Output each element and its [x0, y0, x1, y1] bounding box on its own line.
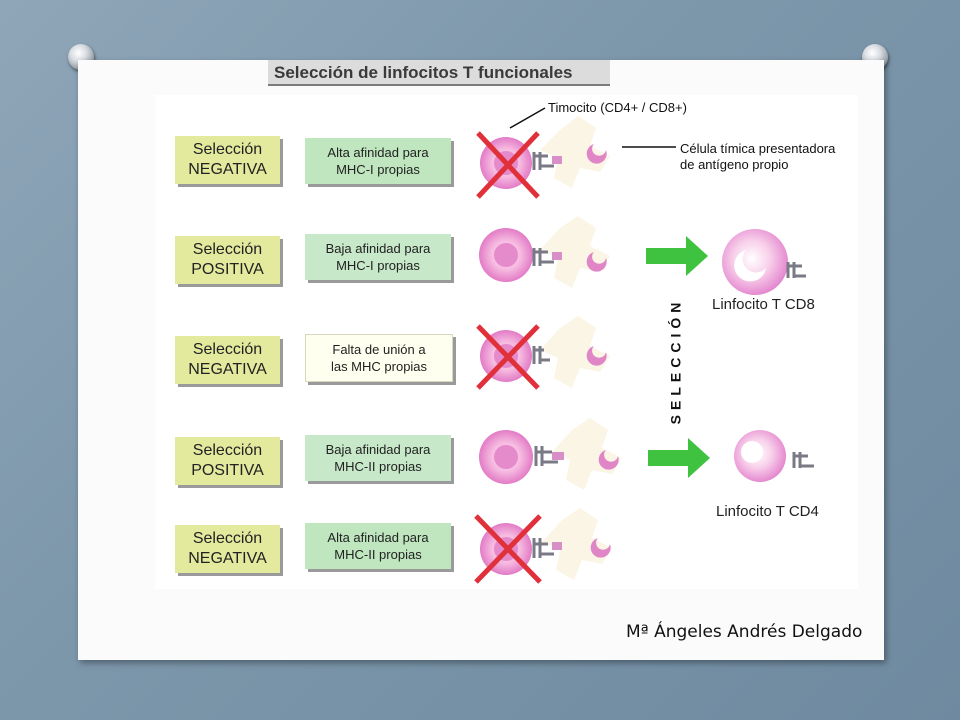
arrow-right-icon — [646, 236, 708, 276]
apc-cell — [552, 418, 622, 490]
selection-box-row-5: Selección NEGATIVA — [175, 525, 280, 573]
author-credit: Mª Ángeles Andrés Delgado — [626, 622, 863, 642]
cells-row-3 — [476, 316, 610, 390]
receptor-icon — [786, 262, 806, 278]
receptor-icon — [532, 346, 550, 364]
cd4-label: Linfocito T CD4 — [716, 503, 819, 520]
affinity-box-row-1: Alta afinidad para MHC-I propias — [305, 138, 451, 184]
selection-box-row-2: Selección POSITIVA — [175, 236, 280, 284]
apc-nucleus — [590, 538, 611, 558]
apc-cell — [540, 116, 610, 188]
affinity-box-row-4: Baja afinidad para MHC-II propias — [305, 435, 451, 481]
apc-nucleus — [598, 450, 619, 470]
cells-row-2 — [479, 216, 806, 295]
timocito-leader-line — [509, 107, 546, 129]
receptor-icon — [534, 446, 558, 466]
receptor-icon — [532, 152, 554, 170]
celula-label: Célula tímica presentadora de antígeno p… — [680, 141, 836, 172]
cells-row-5 — [474, 508, 612, 584]
timocito-label: Timocito (CD4+ / CD8+) — [548, 100, 687, 115]
apc-nucleus — [586, 144, 607, 164]
page-title: Selección de linfocitos T funcionales — [268, 60, 610, 86]
apc-cell — [540, 216, 610, 288]
affinity-box-row-3: Falta de unión a las MHC propias — [305, 334, 453, 382]
affinity-box-row-2: Baja afinidad para MHC-I propias — [305, 234, 451, 280]
affinity-box-row-5: Alta afinidad para MHC-II propias — [305, 523, 451, 569]
cells-row-4 — [479, 418, 814, 490]
receptor-icon — [792, 452, 814, 468]
cd8-label: Linfocito T CD8 — [712, 296, 815, 313]
selection-box-row-4: Selección POSITIVA — [175, 437, 280, 485]
receptor-icon — [532, 538, 554, 558]
cd8-cell — [722, 229, 788, 295]
selection-box-row-1: Selección NEGATIVA — [175, 136, 280, 184]
apc-cell — [542, 508, 612, 580]
apc-nucleus — [586, 346, 607, 366]
cells-row-1 — [476, 116, 610, 199]
selection-box-row-3: Selección NEGATIVA — [175, 336, 280, 384]
arrow-right-icon — [648, 438, 710, 478]
receptor-icon — [532, 248, 554, 266]
apc-nucleus — [586, 252, 607, 272]
apc-cell — [540, 316, 610, 388]
